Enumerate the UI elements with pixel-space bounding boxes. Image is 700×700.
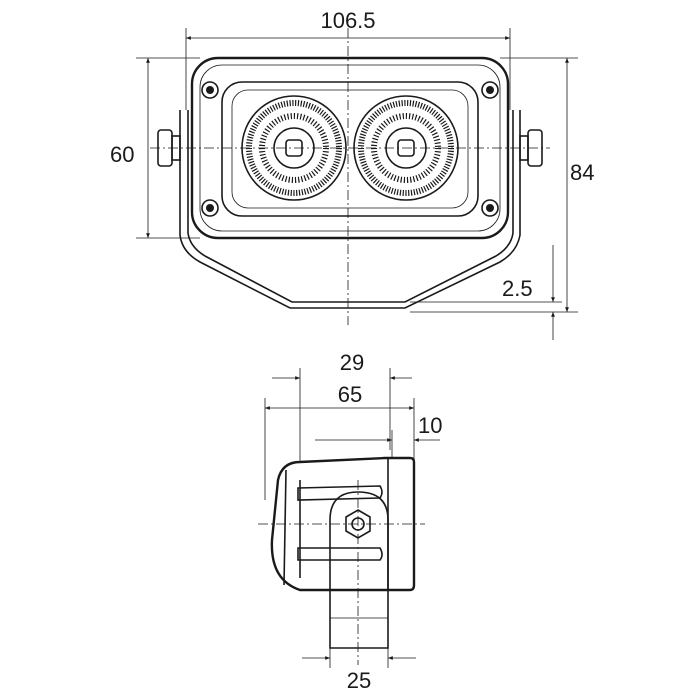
dim-housing-height: 60 (110, 142, 134, 167)
dim-depth: 65 (338, 382, 362, 407)
front-view: 106.5 60 84 2.5 (110, 8, 594, 340)
dim-bracket-depth: 29 (340, 350, 364, 375)
dim-bracket-offset: 2.5 (502, 276, 533, 301)
dim-width: 106.5 (320, 8, 375, 33)
side-view: 29 65 10 25 (258, 350, 442, 693)
dim-total-height: 84 (570, 160, 594, 185)
dim-bracket-width: 25 (347, 668, 371, 693)
screw-icon (201, 81, 499, 217)
dim-bracket-offset-side: 10 (418, 413, 442, 438)
